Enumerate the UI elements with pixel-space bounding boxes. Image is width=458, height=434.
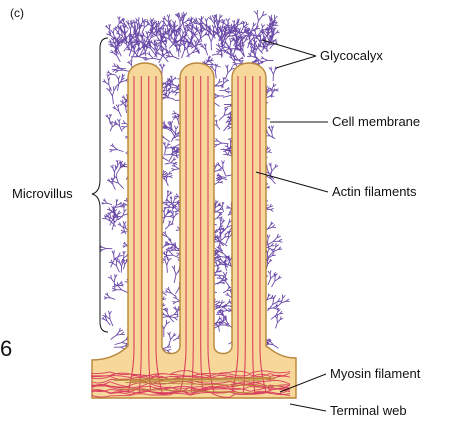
terminal-web-label: Terminal web bbox=[330, 404, 407, 417]
cell-membrane-label: Cell membrane bbox=[332, 115, 420, 128]
actin-filaments-label: Actin filaments bbox=[332, 185, 417, 198]
glycocalyx-label: Glycocalyx bbox=[320, 49, 383, 62]
myosin-filament-label: Myosin filament bbox=[330, 367, 420, 380]
microvillus-label: Microvillus bbox=[12, 187, 73, 200]
panel-label: (c) bbox=[10, 7, 24, 19]
terminal-web-leader bbox=[290, 404, 326, 411]
stray-glyph: 6 bbox=[0, 338, 12, 360]
actin-filaments-leader bbox=[256, 172, 328, 192]
glycocalyx-leader-2 bbox=[276, 56, 316, 68]
